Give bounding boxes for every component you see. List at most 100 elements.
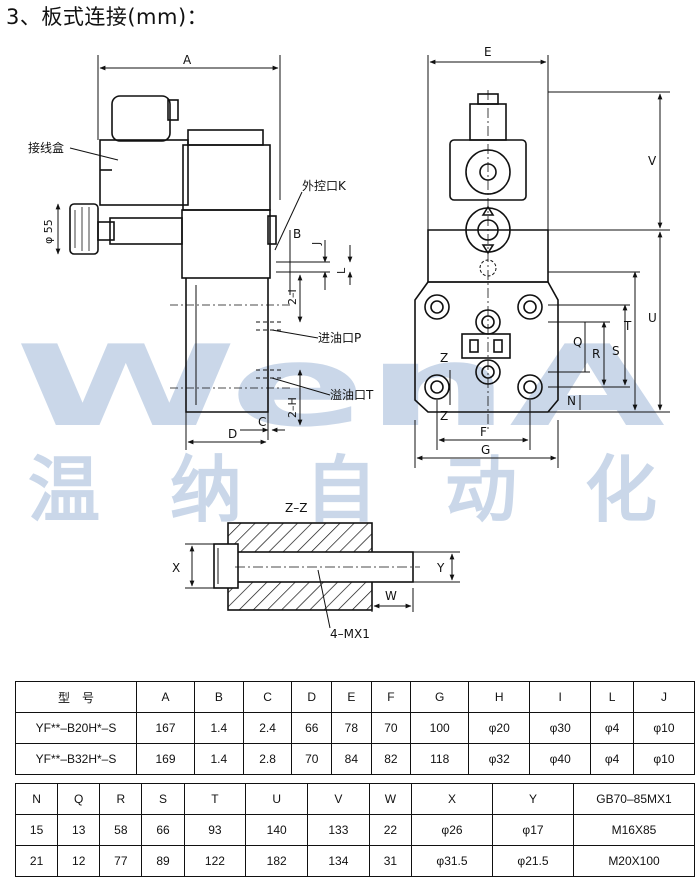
table-cell: M16X85 [573,814,695,846]
dim-label-g: G [481,443,490,457]
table-cell: 133 [307,814,370,846]
table-cell: 140 [245,814,309,846]
table-cell: φ4 [590,743,634,775]
table-header-cell: T [183,783,247,815]
table-cell: 1.4 [193,743,244,775]
dim-label-s: S [612,344,620,358]
table-header-row: 型 号 A B C D E F G H I L J [15,681,696,713]
watermark: WenA 温 纳 自 动 化 [15,322,666,532]
dim-label-n: N [567,394,576,408]
table-cell: 77 [99,845,143,877]
dim-label-2i: 2–I [286,289,299,305]
table-cell: 2.8 [242,743,293,775]
table-header-cell: GB70–85MX1 [573,783,695,815]
dim-label-2h: 2–H [286,397,299,418]
table-header-cell: 型 号 [15,681,137,713]
section-label-z-top: Z [440,351,448,365]
table-cell: φ26 [411,814,493,846]
table-cell: 122 [183,845,247,877]
table-cell: 70 [370,712,412,744]
table-cell: φ40 [529,743,592,775]
table-header-cell: N [14,783,59,815]
table-row: YF**–B32H*–S 169 1.4 2.8 70 84 82 118 φ3… [15,743,696,775]
table-cell: φ31.5 [411,845,493,877]
table-cell: 31 [368,845,413,877]
table-cell: 118 [410,743,470,775]
table-cell: 66 [291,712,333,744]
dim-label-e: E [484,45,492,59]
table-cell: 169 [136,743,195,775]
dim-label-r: R [592,347,600,361]
dim-label-v: V [648,154,657,168]
table-header-cell: W [368,783,413,815]
label-external-port-k: 外控口K [302,179,347,193]
table-cell: YF**–B20H*–S [15,712,137,744]
dim-label-j: J [310,242,323,246]
table-cell: 89 [141,845,185,877]
table-cell: 82 [370,743,412,775]
dim-label-c: C [258,415,266,429]
dim-label-a: A [183,53,192,67]
table-cell: φ10 [632,743,696,775]
side-view [55,55,353,450]
label-overflow-port-t: 溢油口T [330,388,374,402]
dim-label-u: U [648,311,657,325]
table-header-cell: B [193,681,244,713]
table-header-cell: E [331,681,372,713]
watermark-char-5: 化 [585,448,657,532]
dim-label-t: T [623,319,632,333]
table-cell: M20X100 [573,845,695,877]
table-header-cell: V [307,783,370,815]
technical-drawing: WenA 温 纳 自 动 化 [15,45,670,641]
table-header-row: N Q R S T U V W X Y GB70–85MX1 [14,783,695,815]
dim-label-l: L [335,267,348,274]
label-inlet-port-p: 进油口P [318,331,361,345]
table-cell: 58 [99,814,143,846]
table-cell: 13 [57,814,101,846]
label-bolts-4mx1: 4–MX1 [330,627,370,641]
table-header-cell: S [141,783,185,815]
dim-label-x: X [172,561,180,575]
table-cell: 167 [136,712,195,744]
table-header-cell: A [136,681,195,713]
dim-label-b: B [293,227,301,241]
table-header-cell: Y [492,783,574,815]
table-header-cell: U [245,783,309,815]
dim-label-f: F [480,425,487,439]
watermark-char-2: 纳 [170,448,242,532]
table-header-cell: C [242,681,293,713]
table-header-cell: J [632,681,696,713]
dim-label-y: Y [436,561,445,575]
table-cell: 93 [183,814,247,846]
section-title-zz: Z–Z [285,501,307,515]
table-header-cell: D [291,681,333,713]
table-cell: 100 [410,712,470,744]
table-cell: 15 [14,814,59,846]
table-cell: φ32 [468,743,531,775]
front-view [414,55,670,468]
table-cell: 1.4 [193,712,244,744]
table-cell: φ17 [492,814,574,846]
table-header-cell: G [410,681,470,713]
table-cell: 70 [291,743,333,775]
table-cell: YF**–B32H*–S [15,743,137,775]
table-cell: 66 [141,814,185,846]
table-cell: 22 [368,814,413,846]
label-junction-box: 接线盒 [28,140,64,155]
table-header-cell: L [590,681,634,713]
table-header-cell: Q [57,783,101,815]
table-cell: 21 [14,845,59,877]
section-zz-view [185,522,460,629]
page-title: 3、板式连接(mm)： [6,5,209,29]
table-cell: φ20 [468,712,531,744]
dimension-table-1: 型 号 A B C D E F G H I L J YF**–B20H*–S 1… [15,681,696,775]
dimension-table-2: N Q R S T U V W X Y GB70–85MX1 15 13 58 … [14,783,695,877]
table-row: 21 12 77 89 122 182 134 31 φ31.5 φ21.5 M… [14,845,695,877]
watermark-char-3: 自 [305,448,377,532]
table-cell: 134 [307,845,370,877]
table-header-cell: F [370,681,412,713]
table-header-cell: H [468,681,531,713]
watermark-char-4: 动 [445,448,517,532]
table-cell: 84 [331,743,372,775]
dim-label-w: W [385,589,397,603]
